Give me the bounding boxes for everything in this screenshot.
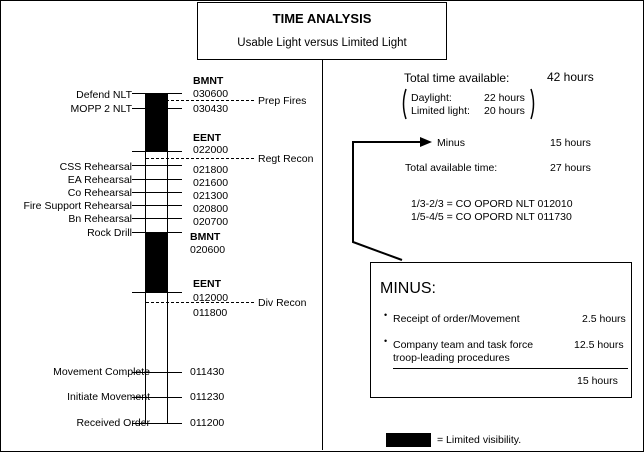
- item2-value: 12.5 hours: [574, 339, 624, 351]
- label-defend-nlt: Defend NLT: [76, 89, 132, 101]
- time-011200: 011200: [190, 417, 225, 429]
- tick-initiate: [132, 397, 182, 398]
- tick-co: [132, 192, 182, 193]
- label-fire-support-rehearsal: Fire Support Rehearsal: [23, 200, 132, 212]
- item1-value: 2.5 hours: [582, 313, 626, 325]
- panel-divider: [322, 60, 323, 450]
- tick-ea: [132, 179, 182, 180]
- label-ea-rehearsal: EA Rehearsal: [67, 174, 132, 186]
- title-box: TIME ANALYSIS Usable Light versus Limite…: [197, 2, 447, 60]
- time-021800: 021800: [193, 164, 229, 176]
- bullet-1: •: [384, 310, 388, 320]
- legend-swatch: [386, 433, 431, 447]
- time-020800: 020800: [193, 203, 229, 215]
- minus-value: 15 hours: [550, 137, 591, 149]
- label-bn-rehearsal: Bn Rehearsal: [68, 213, 132, 225]
- time-021300: 021300: [193, 190, 229, 202]
- minus-total: 15 hours: [577, 375, 618, 387]
- opord-line-1: 1/3-2/3 = CO OPORD NLT 012010: [411, 198, 573, 210]
- label-css-rehearsal: CSS Rehearsal: [59, 161, 132, 173]
- subtitle: Usable Light versus Limited Light: [237, 37, 407, 49]
- time-021600: 021600: [193, 177, 229, 189]
- tick-eent-1: [132, 151, 182, 152]
- total-rule: [393, 368, 628, 369]
- limited-light-label: Limited light:: [411, 105, 470, 117]
- opord-line-2: 1/5-4/5 = CO OPORD NLT 011730: [411, 211, 572, 223]
- minus-label: Minus: [437, 137, 466, 149]
- regt-recon-line: [146, 158, 254, 159]
- tick-fs: [132, 205, 182, 206]
- label-initiate-movement: Initiate Movement: [67, 391, 150, 403]
- tick-mopp: [132, 108, 182, 109]
- right-paren: [530, 88, 535, 120]
- header-bmnt-1: BMNT: [193, 75, 224, 87]
- time-011230: 011230: [190, 391, 225, 403]
- title: TIME ANALYSIS: [272, 11, 372, 26]
- time-020600: 020600: [190, 244, 226, 256]
- time-012000: 012000: [193, 292, 229, 304]
- limited-visibility-block-1: [146, 93, 168, 151]
- limited-visibility-block-2: [146, 232, 168, 292]
- tick-rock: [132, 232, 182, 233]
- available-time-label: Total available time:: [405, 162, 498, 174]
- header-bmnt-2: BMNT: [190, 231, 221, 243]
- time-022000: 022000: [193, 144, 229, 156]
- label-rock-drill: Rock Drill: [87, 227, 132, 239]
- tick-bn: [132, 218, 182, 219]
- label-co-rehearsal: Co Rehearsal: [67, 187, 132, 199]
- daylight-label: Daylight:: [411, 92, 452, 104]
- arrow-connector: [352, 137, 432, 261]
- timeline-left-rail: [145, 93, 146, 423]
- time-030430: 030430: [193, 103, 229, 115]
- daylight-value: 22 hours: [484, 92, 525, 104]
- time-011800: 011800: [193, 307, 228, 319]
- minus-heading: MINUS:: [380, 280, 436, 297]
- item1-label: Receipt of order/Movement: [393, 313, 520, 325]
- total-time-value: 42 hours: [547, 70, 594, 84]
- time-020700: 020700: [193, 216, 229, 228]
- item2-line2: troop-leading procedures: [393, 352, 510, 364]
- total-time-label: Total time available:: [404, 71, 510, 85]
- header-eent-1: EENT: [193, 132, 222, 144]
- tick-eent-2: [132, 292, 182, 293]
- tick-defend: [132, 93, 182, 94]
- header-eent-2: EENT: [193, 278, 222, 290]
- time-030600: 030600: [193, 88, 229, 100]
- event-regt-recon: Regt Recon: [258, 153, 314, 165]
- event-div-recon: Div Recon: [258, 297, 307, 309]
- tick-received: [132, 423, 182, 424]
- minus-box: MINUS: • Receipt of order/Movement 2.5 h…: [370, 262, 632, 398]
- event-prep-fires: Prep Fires: [258, 95, 307, 107]
- label-mopp-2-nlt: MOPP 2 NLT: [70, 103, 132, 115]
- legend-label: = Limited visibility.: [437, 434, 522, 446]
- div-recon-line: [146, 302, 254, 303]
- limited-light-value: 20 hours: [484, 105, 525, 117]
- bullet-2: •: [384, 336, 388, 346]
- available-time-value: 27 hours: [550, 162, 591, 174]
- tick-css: [132, 165, 182, 166]
- label-movement-complete: Movement Complete: [53, 366, 150, 378]
- time-011430: 011430: [190, 366, 225, 378]
- prep-fires-line: [146, 100, 254, 101]
- left-paren: [402, 88, 407, 120]
- label-received-order: Received Order: [76, 417, 150, 429]
- tick-movement-complete: [132, 372, 182, 373]
- item2-line1: Company team and task force: [393, 339, 534, 351]
